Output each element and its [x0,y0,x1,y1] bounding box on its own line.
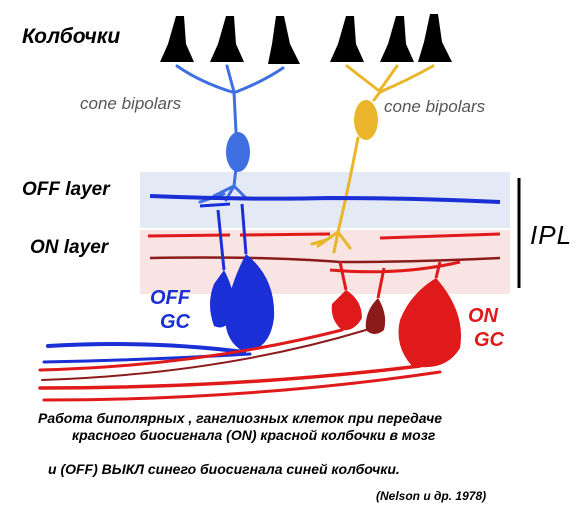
axon-red-3 [42,370,442,402]
on-dendrite-low [329,260,461,274]
label-on-gc-line1: ON [468,305,498,327]
cone-4 [330,16,364,62]
cone-3 [268,16,300,64]
axon-dark-1 [41,329,367,381]
off-gc-large [225,254,275,352]
label-cone-bipolars-right: cone bipolars [384,97,486,116]
off-gc-small [210,270,235,328]
axon-blue-1 [46,342,246,354]
axon-red-1 [38,328,344,372]
cone-1 [160,16,194,62]
on-gc-dark [365,298,386,334]
axon-blue-2 [42,352,252,364]
label-off-layer: OFF layer [22,179,110,200]
cone-2 [210,16,244,62]
on-dendrite-top [147,232,501,240]
yellow-cone-bipolar [310,64,435,254]
axon-fibers [38,328,442,402]
cone-photoreceptors [160,14,452,64]
label-off-gc-line1: OFF [150,287,190,309]
yellow-bipolar-soma [354,100,378,140]
label-off-gc-line2: GC [160,311,190,333]
title: Колбочки [22,25,121,48]
caption-line1: Работа биполярных , ганглиозных клеток п… [38,410,443,426]
on-gc-medium [331,290,362,331]
caption-line3: и (OFF) ВЫКЛ синего биосигнала синей кол… [48,461,400,477]
cone-6 [418,14,452,62]
label-cone-bipolars-left: cone bipolars [80,94,182,113]
blue-bipolar-soma [226,132,250,172]
label-on-gc-line2: GC [474,329,504,351]
on-gc-large [398,278,461,368]
cone-5 [380,16,414,62]
off-gc-dendrite [216,203,248,271]
off-dendrite-band [149,194,501,204]
label-on-layer: ON layer [30,237,109,258]
citation: (Nelson и др. 1978) [376,489,487,503]
off-dendrite-band-2 [199,202,231,208]
on-gc-dendrite [338,261,442,299]
label-ipl: IPL [530,220,573,250]
on-dendrite-mid [149,256,501,264]
caption-line2: красного биосигнала (ON) красной колбочк… [72,427,436,443]
axon-red-2 [38,364,422,390]
